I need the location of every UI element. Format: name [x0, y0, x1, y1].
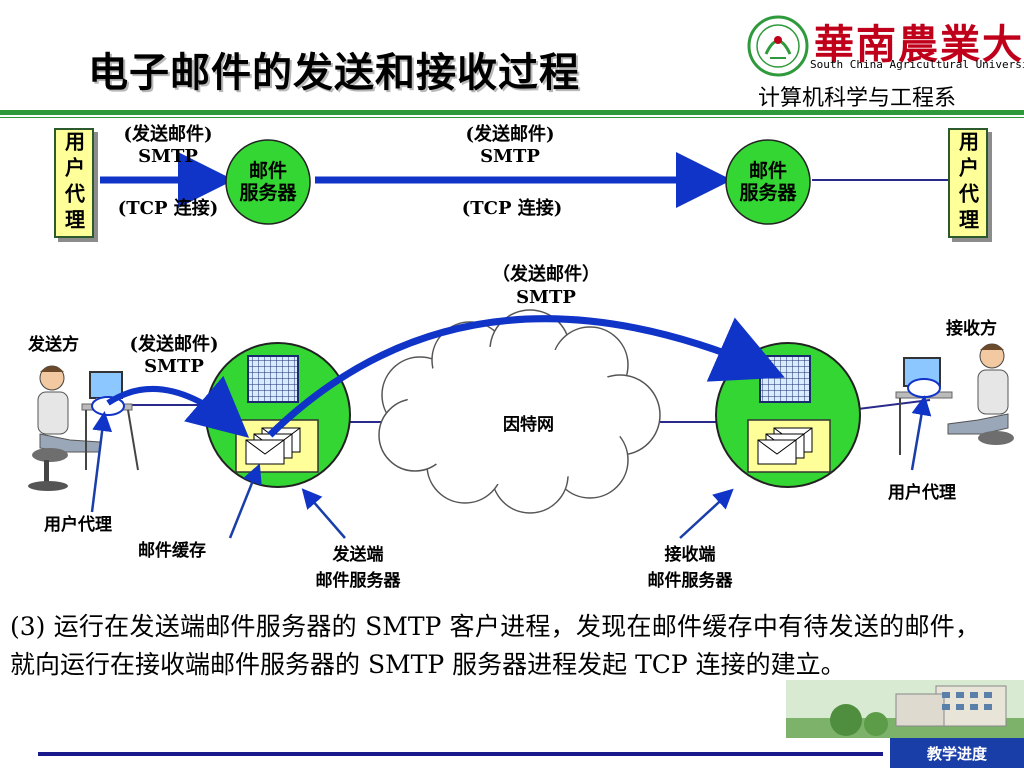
email-flow-diagram	[28, 139, 1014, 539]
sender-server-label-2: 邮件服务器	[315, 571, 401, 591]
internet-label: 因特网	[503, 415, 554, 435]
bottom-mid-send: （发送邮件）	[492, 264, 600, 285]
top-label1-smtp: SMTP	[138, 146, 198, 167]
user-agent-right-pointer	[910, 395, 932, 471]
receiver-mail-cache-icon	[747, 419, 831, 473]
receiver-user-agent-icon	[907, 378, 941, 398]
mail-cache-pointer	[228, 463, 262, 539]
sender-server-pointer	[301, 488, 346, 539]
top-left-user-agent-label: 用户代理	[61, 131, 86, 235]
top-label2-smtp: SMTP	[480, 146, 540, 167]
department-name: 计算机科学与工程系	[758, 86, 957, 111]
bottom-mid-smtp: SMTP	[516, 287, 576, 308]
university-seal-icon	[747, 15, 809, 77]
sender-person-icon	[28, 365, 139, 491]
mail-cache-label: 邮件缓存	[138, 541, 206, 561]
top-left-server-label: 邮件 服务器	[239, 160, 297, 204]
user-agent-left-pointer	[90, 411, 113, 513]
page-title: 电子邮件的发送和接收过程	[88, 50, 580, 96]
teaching-progress-button[interactable]: 教学进度	[890, 738, 1024, 768]
receiver-server-label-2: 邮件服务器	[647, 571, 733, 591]
top-right-user-agent: 用户代理	[948, 128, 988, 238]
receiver-label: 接收方	[946, 319, 997, 339]
top-label2-send: (发送邮件)	[465, 124, 555, 145]
university-name-en: South China Agricultural University	[810, 58, 1024, 71]
sender-label: 发送方	[28, 335, 79, 355]
top-left-user-agent: 用户代理	[54, 128, 94, 238]
right-user-line	[849, 399, 931, 411]
explanation-paragraph: (3) 运行在发送端邮件服务器的 SMTP 客户进程，发现在邮件缓存中有待发送的…	[10, 612, 980, 679]
top-label1-tcp: (TCP 连接)	[117, 198, 219, 219]
campus-building-image	[786, 680, 1024, 738]
bottom-left-send: (发送邮件)	[129, 334, 219, 355]
top-right-server-label: 邮件 服务器	[739, 160, 797, 204]
top-left-server-circle	[225, 139, 311, 225]
internet-cloud	[378, 309, 661, 514]
top-label1-send: (发送邮件)	[123, 124, 213, 145]
top-right-server-circle	[725, 139, 811, 225]
sender-to-server-arrow	[106, 375, 250, 438]
header-divider-thin	[0, 117, 1024, 118]
user-agent-right-label: 用户代理	[888, 483, 956, 503]
university-name-cn: 華南農業大學	[814, 21, 1024, 68]
receiver-server-pointer	[679, 488, 734, 539]
footer-divider	[38, 752, 883, 756]
receiver-person-icon	[895, 343, 1014, 455]
bottom-left-smtp: SMTP	[144, 356, 204, 377]
header-divider	[0, 110, 1024, 115]
receiver-server-grid-icon	[759, 355, 811, 403]
top-right-user-agent-label: 用户代理	[955, 131, 980, 235]
user-agent-left-label: 用户代理	[44, 515, 112, 535]
sender-server-label-1: 发送端	[332, 545, 384, 565]
receiver-server-label-1: 接收端	[664, 545, 716, 565]
sender-server-grid-icon	[247, 355, 299, 403]
top-label2-tcp: (TCP 连接)	[461, 198, 563, 219]
server-to-server-arrow	[267, 315, 785, 438]
